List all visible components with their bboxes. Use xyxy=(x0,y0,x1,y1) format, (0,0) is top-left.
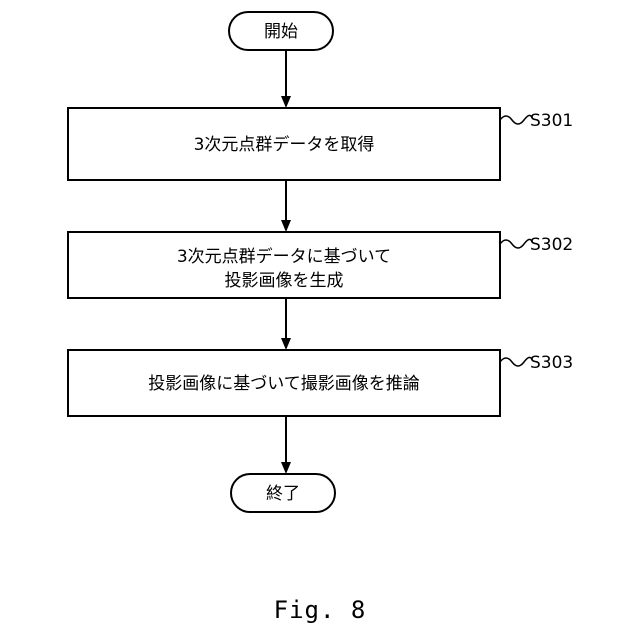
process-step-s303: 投影画像に基づいて撮影画像を推論 xyxy=(68,350,500,416)
process-text-s302-line1: 3次元点群データに基づいて xyxy=(177,246,391,267)
step-id-s302: S302 xyxy=(530,235,573,255)
process-text-s302-line2: 投影画像を生成 xyxy=(225,271,344,291)
process-text-s301: 3次元点群データを取得 xyxy=(194,134,375,155)
end-label: 終了 xyxy=(266,484,300,504)
step-id-s301: S301 xyxy=(530,111,573,131)
leader-squiggle-s302 xyxy=(500,239,532,248)
leader-squiggle-s303 xyxy=(500,357,532,366)
end-terminal: 終了 xyxy=(231,474,335,512)
leader-squiggle-s301 xyxy=(500,115,532,124)
process-step-s302: 3次元点群データに基づいて 投影画像を生成 xyxy=(68,232,500,298)
process-text-s303: 投影画像に基づいて撮影画像を推論 xyxy=(148,374,420,394)
process-step-s301: 3次元点群データを取得 xyxy=(68,108,500,180)
step-id-s303: S303 xyxy=(530,353,573,373)
start-label: 開始 xyxy=(264,22,298,42)
start-terminal: 開始 xyxy=(229,12,333,50)
figure-caption: Fig. 8 xyxy=(0,596,640,624)
